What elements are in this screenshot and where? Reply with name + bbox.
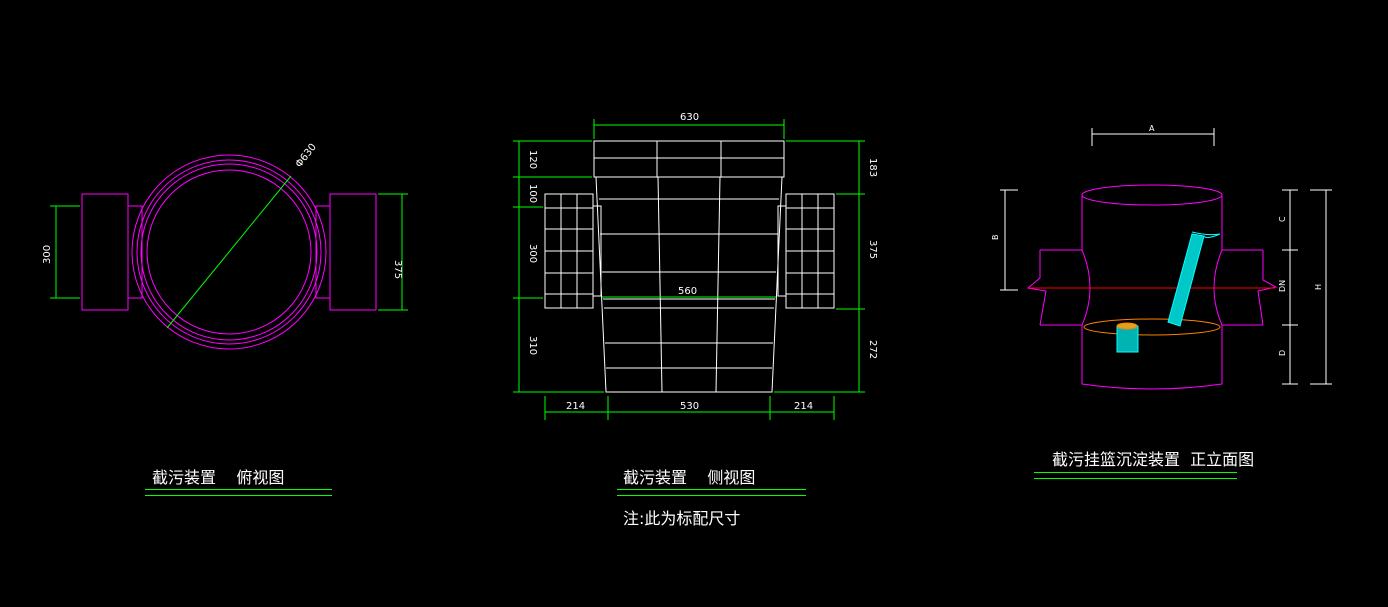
top-view-title-underline-1	[145, 489, 332, 490]
side-view-dimensions	[513, 119, 865, 420]
top-view-right-collar	[315, 205, 331, 299]
side-view-left-dim-4: 310	[527, 336, 538, 355]
side-view-left-dim-3: 300	[527, 244, 538, 263]
front-view-top-ellipse	[1081, 184, 1223, 206]
front-view-settling-cup-top	[1116, 322, 1138, 330]
side-view-right-collar	[777, 205, 787, 297]
top-view-title: 截污装置 俯视图	[152, 468, 285, 487]
side-view-title: 截污装置 侧视图	[623, 468, 756, 487]
side-view-left-dim-2: 100	[527, 184, 538, 203]
side-view-mid-width: 560	[678, 286, 697, 297]
side-view	[544, 140, 835, 393]
side-view-right-dim-3: 272	[867, 340, 878, 359]
front-view-title-underline-2	[1034, 478, 1237, 479]
front-view-title-underline-1	[1034, 472, 1237, 473]
front-view-right-dim-1: C	[1278, 216, 1287, 222]
front-view-basket-handle	[1191, 231, 1221, 239]
front-view-water-level	[1083, 318, 1221, 336]
side-view-title-underline-1	[617, 489, 806, 490]
top-view-outer-ring	[131, 154, 327, 350]
side-view-body	[595, 176, 783, 393]
top-view	[50, 154, 408, 350]
front-view-top-dim-label: A	[1149, 124, 1155, 133]
top-view-left-dim-label: 300	[42, 245, 53, 264]
front-view	[1026, 184, 1278, 390]
front-view-basket	[1167, 233, 1205, 327]
front-view-left-dim-label: B	[991, 235, 1000, 241]
top-view-diameter-label: Φ630	[294, 142, 319, 170]
side-view-top-cap	[593, 140, 785, 178]
front-view-right-pipe-break	[1257, 250, 1278, 326]
front-view-dimensions	[1000, 128, 1332, 385]
side-view-bottom-dim-2: 530	[680, 401, 699, 412]
top-view-left-pipe	[81, 193, 129, 311]
front-view-right-dim-2: DN	[1278, 280, 1287, 292]
side-view-title-underline-2	[617, 495, 806, 496]
front-view-left-pipe-break	[1026, 250, 1047, 326]
top-view-right-pipe	[329, 193, 377, 311]
top-view-left-collar	[127, 205, 143, 299]
top-view-inner-ring	[146, 169, 312, 335]
top-view-ring-3	[140, 163, 318, 341]
side-view-left-dim-1: 120	[527, 150, 538, 169]
side-view-note: 注:此为标配尺寸	[623, 509, 741, 528]
side-view-bottom-dim-3: 214	[794, 401, 813, 412]
top-view-title-underline-2	[145, 495, 332, 496]
front-view-bottom-wall	[1081, 325, 1223, 390]
side-view-body-div-2	[715, 176, 721, 393]
top-view-ring-2	[136, 159, 322, 345]
front-view-total-dim: H	[1314, 284, 1323, 290]
side-view-right-dim-1: 183	[867, 158, 878, 177]
top-view-diameter-line	[166, 175, 292, 329]
side-view-left-collar	[592, 205, 602, 297]
side-view-top-width: 630	[680, 112, 699, 123]
front-view-settling-cup	[1116, 325, 1139, 353]
front-view-title: 截污挂篮沉淀装置 正立面图	[1052, 450, 1255, 469]
side-view-right-dim-2: 375	[867, 240, 878, 259]
top-view-right-dim-label: 375	[392, 260, 403, 279]
front-view-right-dim-3: D	[1278, 350, 1287, 356]
side-view-bottom-dim-1: 214	[566, 401, 585, 412]
side-view-body-div-1	[657, 176, 663, 393]
